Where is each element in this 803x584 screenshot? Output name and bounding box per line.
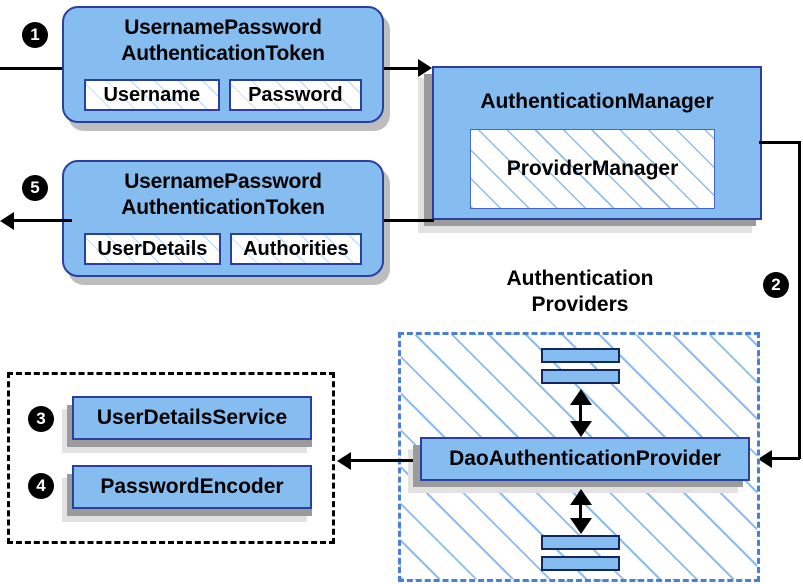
provider-to-services-line bbox=[351, 459, 413, 462]
step-marker-5: 5 bbox=[22, 175, 48, 201]
manager-to-provider-arrowhead bbox=[758, 450, 772, 468]
provider-link-arrow-up-top bbox=[570, 389, 592, 405]
services-group-container bbox=[7, 372, 335, 544]
manager-to-provider-line-vertical bbox=[798, 141, 801, 459]
step-marker-4: 4 bbox=[28, 473, 54, 499]
token-to-manager-arrowhead bbox=[418, 59, 432, 77]
providers-group-title-line1: Authentication bbox=[506, 267, 654, 290]
authentication-manager-label: AuthenticationManager bbox=[480, 90, 714, 113]
passwordencoder-box: PasswordEncoder bbox=[72, 465, 312, 509]
provider-placeholder-bar-3 bbox=[541, 535, 620, 550]
response-token-slot-authorities: Authorities bbox=[229, 233, 362, 265]
providers-group-title: Authentication Providers bbox=[440, 266, 720, 318]
step-marker-3: 3 bbox=[28, 406, 54, 432]
outgoing-response-arrowhead bbox=[0, 212, 14, 230]
request-token-title: UsernamePassword AuthenticationToken bbox=[64, 15, 382, 67]
request-token-slots: Username Password bbox=[84, 79, 363, 111]
manager-to-provider-line-bottom bbox=[772, 457, 800, 460]
request-token-box: UsernamePassword AuthenticationToken Use… bbox=[62, 6, 384, 123]
provider-placeholder-bar-1 bbox=[541, 348, 620, 363]
manager-to-response-token-line bbox=[384, 219, 434, 222]
provider-link-line-top bbox=[579, 395, 582, 430]
response-token-title-line1: UsernamePassword bbox=[124, 170, 322, 193]
provider-placeholder-bar-2 bbox=[541, 369, 620, 384]
provider-to-services-arrowhead bbox=[337, 452, 351, 470]
provider-placeholder-bar-4 bbox=[541, 556, 620, 571]
provider-manager-box: ProviderManager bbox=[470, 129, 715, 209]
step-marker-1: 1 bbox=[22, 22, 48, 48]
outgoing-response-line bbox=[14, 219, 72, 222]
userdetailsservice-box: UserDetailsService bbox=[72, 396, 312, 440]
request-token-title-line1: UsernamePassword bbox=[124, 16, 322, 39]
dao-authentication-provider-box: DaoAuthenticationProvider bbox=[420, 437, 750, 481]
request-token-slot-username: Username bbox=[84, 79, 220, 111]
provider-link-arrow-up-bottom bbox=[570, 489, 592, 505]
manager-to-provider-line-top bbox=[759, 141, 800, 144]
response-token-title: UsernamePassword AuthenticationToken bbox=[64, 169, 382, 221]
token-to-manager-line bbox=[384, 67, 424, 70]
incoming-request-line bbox=[0, 67, 72, 70]
response-token-slots: UserDetails Authorities bbox=[84, 233, 362, 265]
providers-group-title-line2: Providers bbox=[531, 293, 629, 316]
step-marker-2: 2 bbox=[763, 272, 789, 298]
response-token-slot-userdetails: UserDetails bbox=[84, 233, 221, 265]
request-token-title-line2: AuthenticationToken bbox=[121, 42, 325, 65]
provider-link-arrow-down-top bbox=[570, 421, 592, 437]
provider-link-arrow-down-bottom bbox=[570, 518, 592, 534]
request-token-slot-password: Password bbox=[228, 79, 363, 111]
response-token-box: UsernamePassword AuthenticationToken Use… bbox=[62, 160, 384, 277]
provider-link-line-bottom bbox=[579, 494, 582, 526]
authentication-manager-box: AuthenticationManager ProviderManager bbox=[432, 66, 762, 220]
response-token-title-line2: AuthenticationToken bbox=[121, 196, 325, 219]
